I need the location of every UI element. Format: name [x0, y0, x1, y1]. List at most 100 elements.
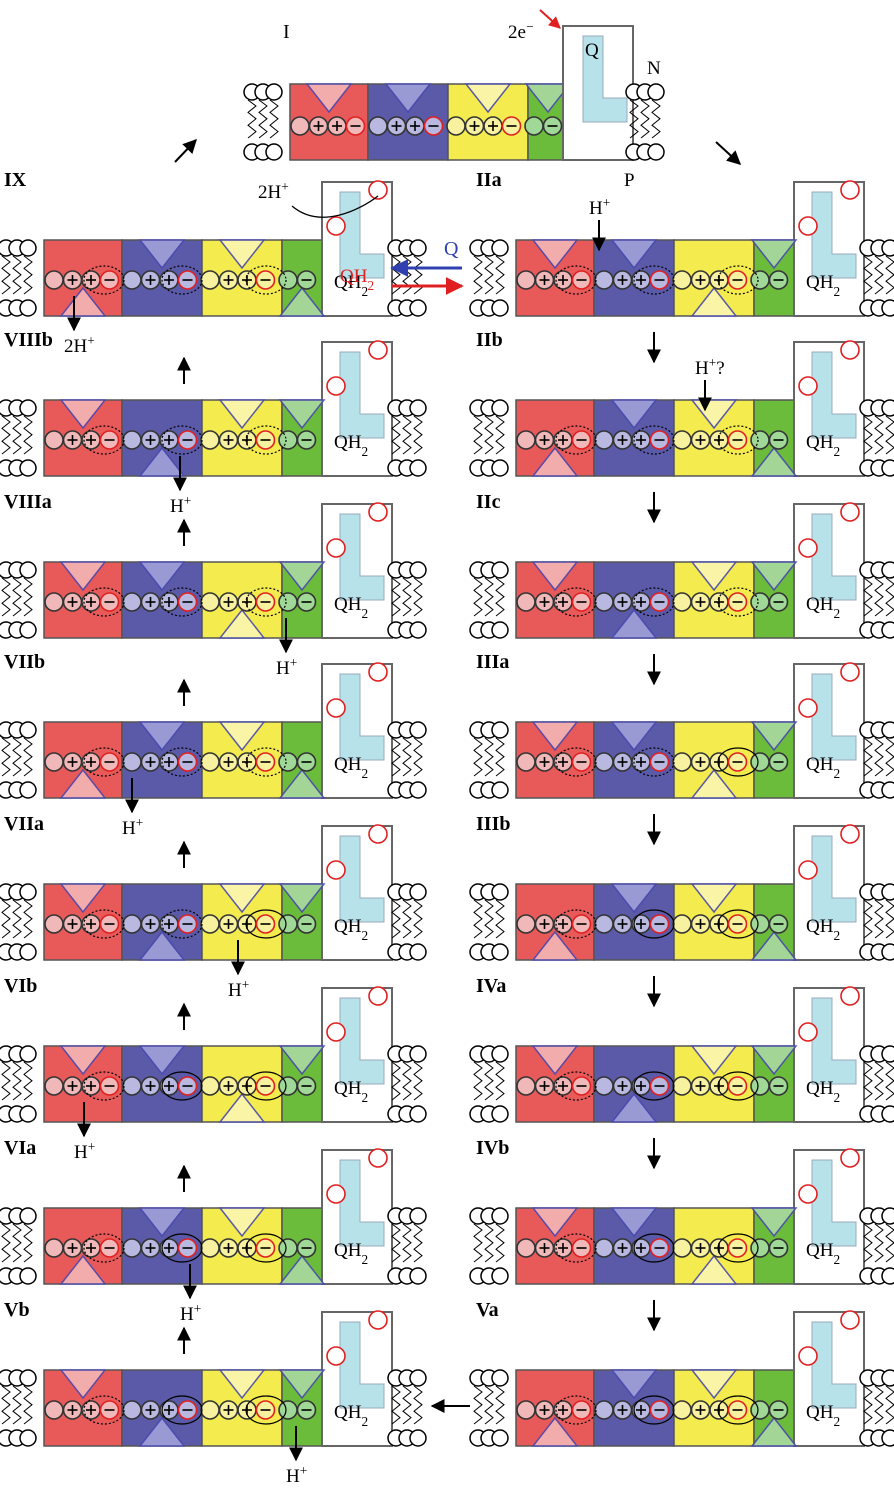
negative-residue [649, 752, 670, 772]
ion-pair-indicator [633, 587, 675, 617]
neutral-residue [44, 914, 64, 934]
quinone-site-charge [798, 1022, 818, 1042]
neutral-residue [516, 1400, 536, 1420]
positive-residue [709, 752, 729, 772]
lipid-tail [402, 899, 412, 939]
neutral-residue [516, 270, 536, 290]
lipid-head [409, 1267, 427, 1285]
neutral-residue [672, 914, 692, 934]
negative-residue [542, 116, 563, 136]
lipid-tail [863, 899, 873, 939]
proton-channel-half [610, 608, 658, 639]
quinone-site-charge [368, 340, 388, 360]
negative-residue [255, 592, 276, 612]
positive-residue [81, 430, 101, 450]
neutral-residue [750, 592, 770, 612]
lipid-head [19, 561, 37, 579]
neutral-residue [122, 752, 142, 772]
lipid-head [409, 883, 427, 901]
positive-residue [690, 914, 711, 934]
lipid-tail [391, 899, 401, 939]
negative-residue [296, 430, 317, 450]
step-label-i: I [283, 21, 290, 43]
positive-residue [218, 592, 239, 612]
proton-channel-half [610, 1207, 658, 1238]
lipid-head [491, 1267, 509, 1285]
positive-residue [159, 1076, 179, 1096]
positive-residue [553, 430, 573, 450]
negative-residue [727, 1076, 748, 1096]
lipid-tail [885, 737, 894, 777]
quinone-state-label: QH2 [334, 594, 368, 621]
proton-channel-half [531, 239, 579, 270]
ion-pair-indicator [245, 425, 287, 455]
positive-residue [237, 592, 257, 612]
neutral-residue [44, 1400, 64, 1420]
positive-residue [534, 430, 555, 450]
negative-residue [649, 1400, 670, 1420]
ion-pair-indicator [245, 909, 287, 939]
positive-residue [690, 430, 711, 450]
negative-residue [99, 1076, 120, 1096]
ion-pair-indicator [245, 1071, 287, 1101]
proton-channel-half [59, 1369, 107, 1400]
quinone-state-label: QH2 [334, 1240, 368, 1267]
lipid-head [19, 459, 37, 477]
lipid-head [491, 1429, 509, 1447]
positive-residue [631, 592, 651, 612]
quinone-binding-channel [339, 835, 385, 923]
lipid-head [881, 1105, 894, 1123]
neutral-residue [594, 752, 614, 772]
lipid-head [19, 781, 37, 799]
negative-residue [296, 1076, 317, 1096]
cycle-arrow-to-iia [715, 141, 742, 165]
quinone-binding-channel [339, 997, 385, 1085]
quinone-state-label: QH2 [806, 432, 840, 459]
ion-pair-indicator [633, 265, 675, 295]
negative-residue [649, 430, 670, 450]
positive-residue [534, 592, 555, 612]
quinone-binding-channel [811, 1321, 857, 1409]
lipid-tail [413, 1061, 423, 1101]
lipid-tail [413, 415, 423, 455]
quinone-state-label: QH2 [334, 916, 368, 943]
right-membrane-lipids [859, 399, 894, 477]
lipid-head [881, 1045, 894, 1063]
positive-residue [81, 914, 101, 934]
ion-pair-indicator [633, 425, 675, 455]
negative-residue [255, 430, 276, 450]
negative-residue [727, 430, 748, 450]
lipid-head [19, 399, 37, 417]
positive-residue [631, 270, 651, 290]
lipid-head [409, 621, 427, 639]
lipid-tail [269, 99, 279, 139]
proton-channel-half [278, 768, 326, 799]
quinone-binding-channel [811, 513, 857, 601]
lipid-tail [863, 415, 873, 455]
negative-residue [296, 270, 317, 290]
proton-channel-half [59, 1254, 107, 1285]
positive-residue [534, 914, 555, 934]
left-membrane-lipids [0, 1045, 37, 1123]
proton-channel-half [384, 83, 432, 114]
proton-channel-half [690, 1254, 738, 1285]
lipid-tail [1, 255, 11, 295]
lipid-tail [885, 1223, 894, 1263]
p-side-label: P [624, 170, 635, 191]
lipid-head [881, 299, 894, 317]
neutral-residue [672, 270, 692, 290]
negative-residue [727, 270, 748, 290]
quinone-state-label: QH2 [806, 1402, 840, 1429]
positive-residue [709, 270, 729, 290]
proton-channel-half [138, 930, 186, 961]
lipid-tail [391, 1385, 401, 1425]
positive-residue [690, 752, 711, 772]
proton-channel-half [531, 930, 579, 961]
lipid-head [19, 943, 37, 961]
lipid-tail [391, 1223, 401, 1263]
positive-residue [218, 752, 239, 772]
cycle-arrow-to-ix [174, 138, 197, 163]
quinone-site-charge [798, 1346, 818, 1366]
